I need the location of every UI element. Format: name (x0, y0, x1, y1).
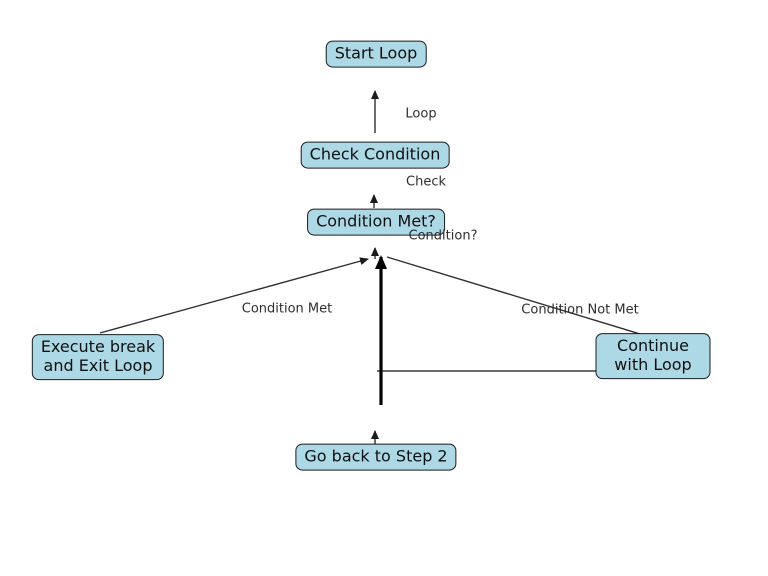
node-condition-met: Condition Met? (307, 208, 445, 236)
edge-label-loop: Loop (405, 106, 437, 122)
edge-condition-not-met-line (386, 256, 651, 338)
node-check-condition: Check Condition (300, 141, 450, 169)
node-start-loop: Start Loop (325, 40, 427, 68)
node-execute-break: Execute break and Exit Loop (31, 334, 165, 380)
edge-label-condition-not-met: Condition Not Met (521, 302, 639, 318)
edge-label-condition: Condition? (408, 228, 478, 244)
edge-label-condition-met: Condition Met (241, 301, 333, 317)
edge-condition-met-arrow (99, 257, 369, 334)
edge-label-check: Check (406, 174, 446, 190)
node-continue-loop: Continue with Loop (595, 333, 711, 379)
node-go-back: Go back to Step 2 (295, 443, 457, 471)
